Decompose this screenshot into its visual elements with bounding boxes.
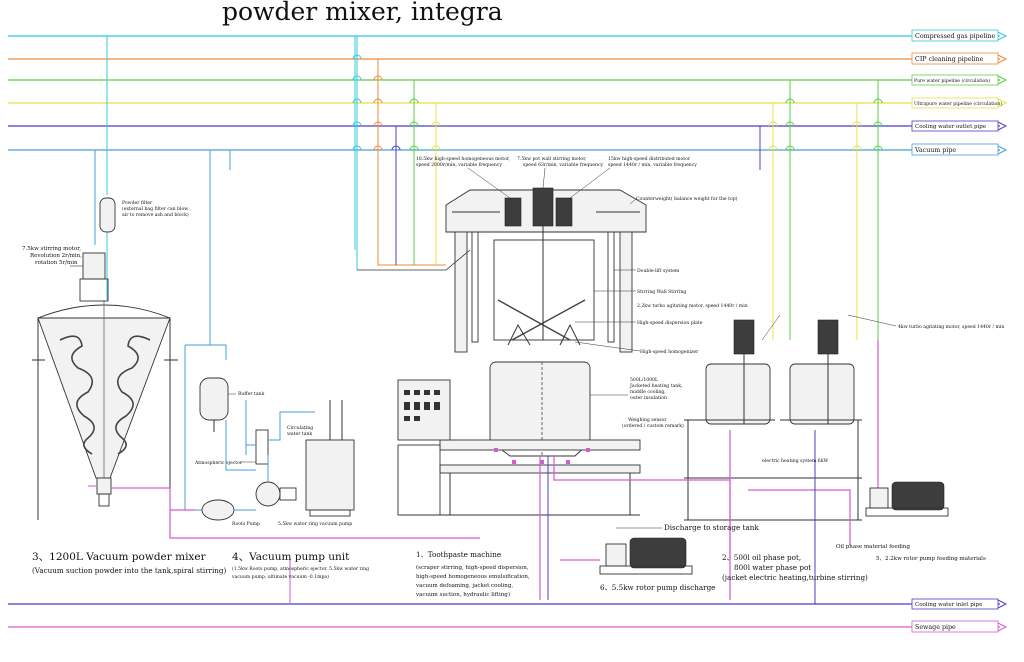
caption-2-l2: 800l water phase pot [734, 563, 811, 572]
label-tank-500-3: middle cooling, [630, 389, 666, 395]
caption-4-sub1: (1.5kw Roots pump, atmospheric ejector, … [232, 565, 369, 572]
label-tank-500-2: Jacketed heating tank, [629, 383, 683, 389]
captions: 3、1200L Vacuum powder mixer (Vacuum suct… [32, 550, 986, 598]
label-homogeneous-motor-2: speed 2000r/min, variable frequency [416, 162, 502, 168]
rotor-pump-feeding: Oil phase material feeding [836, 481, 949, 550]
pipeline-label-vacuum: Vacuum pipe [914, 147, 956, 154]
label-powder-filter: Powder filter [122, 200, 153, 206]
process-line-mixer [111, 487, 195, 511]
label-homogenizer: High-speed homogenizer [640, 349, 699, 355]
water-phase-pot [789, 363, 855, 425]
caption-4-title: 4、Vacuum pump unit [232, 551, 350, 563]
roots-pump [201, 499, 235, 521]
label-counterweight: Counterweight( balance weight for the to… [636, 195, 738, 202]
caption-1-l3: vacuum defoaming, jacket cooling, [415, 583, 513, 589]
vacuum-pump-unit: Buffer tank Atmospheric ejector Roots Pu… [194, 377, 355, 527]
label-dispersion-plate: High-speed dispersion plate [637, 320, 703, 326]
buffer-tank [199, 377, 229, 421]
label-turbo-motor-2: 4kw turbo agitating motor, speed 1440r /… [898, 324, 1004, 330]
caption-6-title: 6、5.5kw rotor pump discharge [600, 583, 715, 592]
label-circulating-tank: Circulating [287, 425, 313, 431]
label-roots-pump: Roots Pump [232, 521, 260, 527]
label-oil-feeding: Oil phase material feeding [836, 544, 910, 550]
wall-stirring-motor [532, 187, 554, 227]
pipeline-label-compressed-gas: Compressed gas pipeline [915, 33, 995, 40]
dispersion-motor [555, 197, 573, 227]
rotor-pump-discharge: Discharge to storage tank [599, 523, 759, 575]
discharge-pump-motor [629, 537, 687, 569]
label-double-lift: Double-lift system [637, 268, 680, 274]
label-water-ring-pump: 5.5kw water ring vacuum pump [278, 521, 352, 527]
label-mixer-motor-3: rotation 5r/min [35, 260, 78, 266]
label-circulating-tank-2: water tank [287, 431, 312, 437]
phase-pots: electric heating system 6kW 4kw turbo ag… [684, 314, 1004, 521]
caption-4-sub2: vacuum pump, ultimate vacuum -0.1mpa) [231, 573, 329, 580]
label-weighing-sensor: Weighing sensor [628, 417, 667, 423]
pipeline-label-cip: CIP cleaning pipeline [915, 56, 984, 63]
oil-pot-motor [733, 319, 755, 355]
caption-3-sub: (Vacuum suction powder into the tank,spi… [32, 566, 227, 575]
homogeneous-motor [504, 197, 522, 227]
atmospheric-ejector [255, 429, 269, 465]
feeding-pump-motor [891, 481, 945, 511]
label-powder-filter-3: air to remove ash and block) [122, 211, 189, 218]
label-wall-motor: 7.5kw pot wall stirring motor, [517, 156, 587, 162]
label-atmospheric-ejector: Atmospheric ejector [194, 460, 243, 466]
label-electric-heating: electric heating system 6kW [762, 458, 829, 464]
water-pot-motor [817, 319, 839, 355]
pipeline-label-pure-water: Pure water pipeline (circulation) [914, 77, 990, 84]
pipeline-label-cooling-inlet: Cooling water inlet pipe [915, 602, 982, 608]
caption-2-l3: (jacket electric heating,turbine stirrin… [722, 573, 868, 582]
powder-filter [99, 197, 116, 233]
vacuum-powder-mixer: Powder filter (external bag filter can b… [22, 197, 189, 520]
label-dispersion-motor: 15kw high-speed distributed motor [608, 156, 691, 162]
label-dispersion-motor-2: speed 1440r / min, variable frequency [608, 162, 697, 168]
label-mixer-motor-2: Revolution 2r/min, [30, 253, 82, 259]
label-weighing-sensor-2: (ordered / custom remark) [622, 422, 684, 429]
main-tank [489, 361, 591, 445]
mixer-motor [82, 252, 106, 280]
caption-1-l4: vacuum suction, hydraulic lifting) [415, 591, 510, 598]
label-wall-motor-2: speed 63r/min, variable frequency [523, 162, 604, 168]
caption-1-l1: (scraper stirring, high-speed dispersion… [416, 564, 529, 571]
pipelines: Compressed gas pipeline CIP cleaning pip… [8, 29, 1008, 633]
pipeline-label-cooling-outlet: Cooling water outlet pipe [915, 124, 986, 130]
pipeline-label-ultrapure-water: Ultrapure water pipeline (circulation) [914, 100, 1002, 107]
toothpaste-machine: 18.5kw high-speed homogeneous motor, spe… [397, 156, 748, 516]
caption-5-title: 5、2.2kw rotor pump feeding materials [876, 556, 986, 562]
caption-1-l2: high-speed homogeneous emulsification, [416, 574, 530, 580]
vertical-drops [94, 36, 879, 511]
water-ring-pump [255, 481, 281, 507]
caption-2-title: 2、500l oil phase pot, [722, 553, 801, 562]
crossovers [352, 54, 883, 151]
label-turbo-motor-1: 2.2kw turbo agitating motor, speed 1440r… [637, 303, 748, 309]
label-buffer-tank: Buffer tank [238, 391, 265, 397]
label-tank-500: 500L/1000L [630, 377, 658, 383]
label-homogeneous-motor: 18.5kw high-speed homogeneous motor, [416, 156, 511, 162]
caption-3-title: 3、1200L Vacuum powder mixer [32, 551, 207, 563]
pipeline-label-sewage: Sewage pipe [915, 624, 956, 631]
label-discharge: Discharge to storage tank [664, 523, 759, 532]
label-powder-filter-2: (external bag filter can blow [122, 205, 188, 212]
oil-phase-pot [705, 363, 771, 425]
page-title: powder mixer, integra [222, 0, 503, 26]
label-wall-stirring: Stirring Wall Stirring [637, 289, 686, 295]
caption-1-title: 1、Toothpaste machine [416, 550, 501, 559]
label-tank-500-4: outer insulation [630, 395, 667, 401]
circulating-water-tank [305, 439, 355, 511]
label-mixer-motor: 7.5kw stirring motor, [22, 246, 81, 252]
